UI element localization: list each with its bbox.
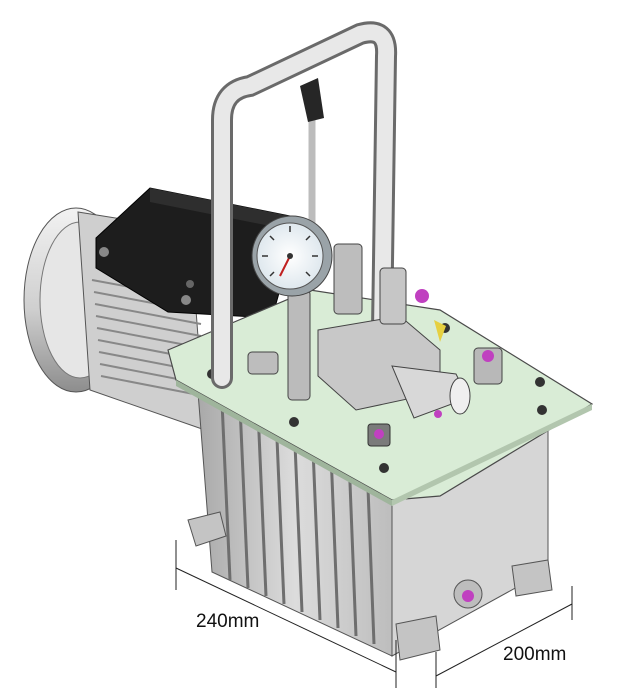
carry-handle bbox=[211, 21, 398, 389]
width-dimension-label: 240mm bbox=[196, 611, 260, 632]
pressure-gauge bbox=[251, 215, 333, 297]
valve-block bbox=[247, 243, 503, 447]
dimension-lines bbox=[175, 540, 573, 688]
depth-dimension-label: 200mm bbox=[503, 644, 567, 665]
